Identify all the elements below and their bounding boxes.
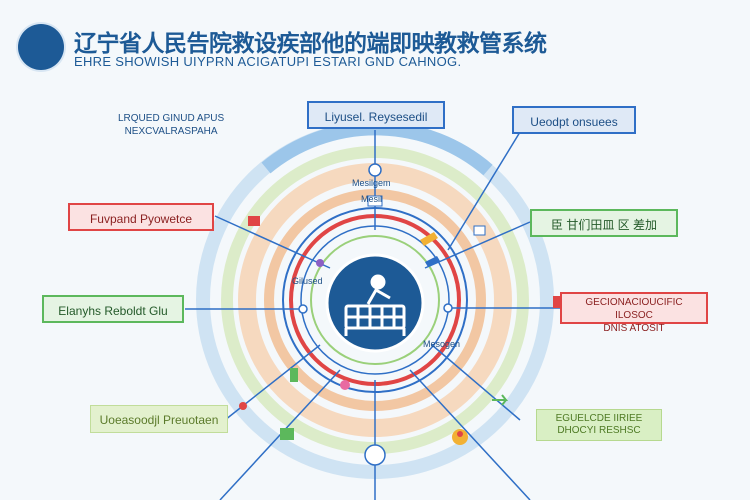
user-icon-bottom-right-head <box>457 431 463 437</box>
page-title: 辽宁省人民告院救设疾部他的端即映教救管系统 <box>74 30 547 56</box>
icon-doc-top-center <box>367 195 383 207</box>
ring-label-top-2: Mesil <box>361 194 383 204</box>
pencil-icon-2 <box>425 256 440 267</box>
node-bottom-right[interactable]: EGUELCDE IIRIEE DHOCYI RESHSC <box>536 409 662 441</box>
connector-right-green <box>424 221 531 269</box>
connector-top-right <box>447 131 521 251</box>
node-right-green[interactable]: 臣 甘们田皿 区 差加 <box>530 209 678 237</box>
icon-red-left <box>248 216 260 226</box>
connector-left-red <box>214 215 331 269</box>
ring-label-right: Mesogen <box>423 339 461 349</box>
center-emblem-bg <box>325 253 425 353</box>
icon-doc-top <box>473 225 486 236</box>
node-dot-top <box>368 163 382 177</box>
node-left-red[interactable]: Fuvpand Pyowetce <box>68 203 214 231</box>
node-dot-pink <box>340 380 350 390</box>
ring-label-top: Mesilgem <box>352 178 391 188</box>
node-dot-bottom <box>364 444 386 466</box>
top-left-label: LRQUED GINUD APUS NEXCVALRASPAHA <box>118 113 225 137</box>
icon-red-right <box>553 296 563 308</box>
node-left-green[interactable]: Elanyhs Reboldt Glu <box>42 295 184 323</box>
hospital-bed-icon <box>344 274 406 336</box>
node-top-right[interactable]: Ueodpt onsuees <box>512 106 636 134</box>
person-icon-left <box>239 402 247 410</box>
node-top-center[interactable]: Liyusel. Reysesedil <box>307 101 445 129</box>
cart-icon-left <box>280 428 294 440</box>
hospital-logo <box>18 24 64 70</box>
connector-bottom-right <box>431 344 521 421</box>
ring-label-left: Gilused <box>292 276 323 286</box>
node-dot-right <box>443 303 453 313</box>
pencil-icon <box>420 232 438 246</box>
figure-icon-left <box>290 368 298 382</box>
arrow-icon-right <box>492 394 509 406</box>
page-subtitle: EHRE SHOWISH UIYPRN ACIGATUPI ESTARI GND… <box>74 54 462 69</box>
node-bottom-left[interactable]: Uoeasoodjl Preuotaen <box>90 405 228 433</box>
node-dot-left <box>298 304 308 314</box>
node-right-red[interactable]: GECIONACIOUCIFIC ILOSOC DNIS ATOSIT <box>560 292 708 334</box>
connector-bottom-far-right <box>409 369 531 500</box>
node-dot-purple <box>316 259 324 267</box>
ring-green-inner <box>310 235 440 365</box>
